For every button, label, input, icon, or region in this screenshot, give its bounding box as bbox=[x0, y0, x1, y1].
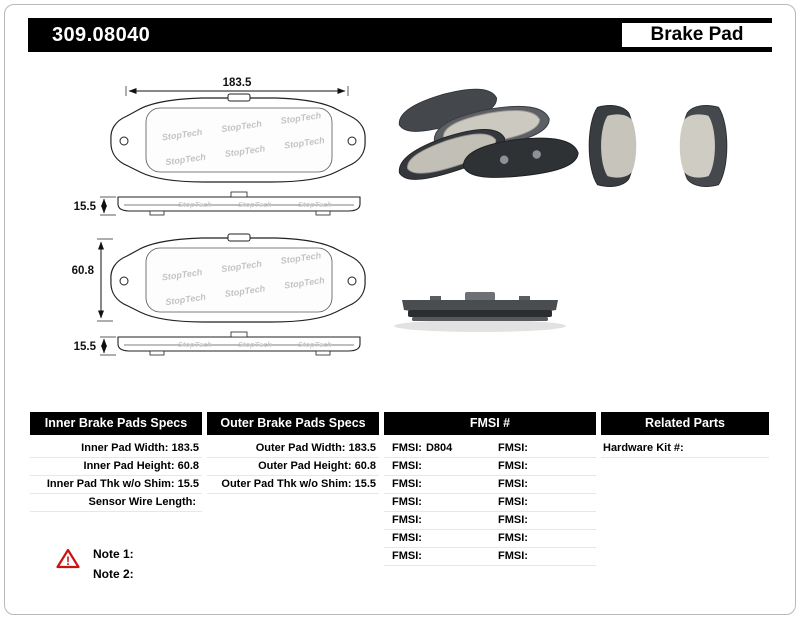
pad-width-dim-label: 183.5 bbox=[223, 77, 252, 89]
product-photo-pad-pair bbox=[588, 105, 728, 187]
fmsi-row: FMSI: bbox=[490, 548, 596, 566]
fmsi-right-column: FMSI: FMSI: FMSI: FMSI: FMSI: FMSI: FMSI… bbox=[490, 440, 596, 566]
fmsi-row: FMSI: bbox=[384, 476, 490, 494]
watermark-text: StopTech bbox=[238, 200, 272, 209]
spec-value: 15.5 bbox=[177, 478, 199, 490]
related-parts-column: Related Parts Hardware Kit #: bbox=[601, 412, 769, 566]
pad-thickness-top-dim-label: 15.5 bbox=[74, 201, 97, 213]
fmsi-value: D804 bbox=[425, 442, 453, 454]
fmsi-row: FMSI: bbox=[490, 476, 596, 494]
fmsi-label: FMSI: bbox=[392, 442, 422, 454]
artwork-area: 183.5 StopTech StopTech StopTech StopTec… bbox=[72, 77, 728, 356]
spec-value: 15.5 bbox=[354, 478, 376, 490]
spec-label: Outer Pad Height: bbox=[258, 460, 352, 472]
pad-face-drawing: StopTech StopTech StopTech StopTech Stop… bbox=[110, 93, 366, 183]
inner-pad-width-row: Inner Pad Width:183.5 bbox=[30, 440, 202, 458]
fmsi-label: FMSI: bbox=[392, 514, 422, 526]
spec-label: Inner Pad Width: bbox=[81, 442, 169, 454]
fmsi-label: FMSI: bbox=[392, 478, 422, 490]
pad-thickness-bottom-dim-label: 15.5 bbox=[74, 341, 97, 353]
fmsi-label: FMSI: bbox=[498, 550, 528, 562]
note-1: Note 1: bbox=[93, 547, 134, 561]
spec-label: Outer Pad Width: bbox=[255, 442, 346, 454]
spec-value: 60.8 bbox=[177, 460, 199, 472]
spec-tables: Inner Brake Pads Specs Inner Pad Width:1… bbox=[30, 412, 770, 566]
fmsi-row: FMSI: bbox=[490, 530, 596, 548]
fmsi-label: FMSI: bbox=[498, 442, 528, 454]
notes-section: ! Note 1: Note 2: bbox=[56, 548, 134, 588]
fmsi-label: FMSI: bbox=[498, 478, 528, 490]
note-2: Note 2: bbox=[93, 567, 134, 581]
dimension-pad-thickness-bottom: 15.5 bbox=[74, 336, 116, 356]
outer-specs-column: Outer Brake Pads Specs Outer Pad Width:1… bbox=[207, 412, 379, 566]
warning-triangle-icon: ! bbox=[56, 548, 80, 574]
product-photo-pads-edge bbox=[394, 292, 566, 332]
fmsi-label: FMSI: bbox=[392, 496, 422, 508]
sensor-wire-length-row: Sensor Wire Length: bbox=[30, 494, 202, 512]
inner-pad-thk-row: Inner Pad Thk w/o Shim:15.5 bbox=[30, 476, 202, 494]
fmsi-left-column: FMSI:D804 FMSI: FMSI: FMSI: FMSI: FMSI: … bbox=[384, 440, 490, 566]
spec-label: Inner Pad Height: bbox=[83, 460, 175, 472]
spec-label: Inner Pad Thk w/o Shim: bbox=[46, 478, 175, 490]
header-bar: 309.08040 Brake Pad bbox=[28, 18, 772, 52]
pad-height-dim-label: 60.8 bbox=[72, 265, 95, 277]
fmsi-row: FMSI: bbox=[490, 512, 596, 530]
part-number: 309.08040 bbox=[28, 18, 622, 52]
fmsi-label: FMSI: bbox=[498, 514, 528, 526]
product-photo-pads-cluster bbox=[392, 80, 581, 188]
fmsi-row: FMSI: bbox=[490, 458, 596, 476]
fmsi-row: FMSI: bbox=[384, 548, 490, 566]
watermark-text: StopTech bbox=[298, 200, 332, 209]
fmsi-row: FMSI: bbox=[384, 458, 490, 476]
spec-label: Outer Pad Thk w/o Shim: bbox=[221, 478, 352, 490]
fmsi-row: FMSI: bbox=[490, 440, 596, 458]
outer-pad-width-row: Outer Pad Width:183.5 bbox=[207, 440, 379, 458]
spec-value: 183.5 bbox=[171, 442, 199, 454]
pad-edge-drawing: StopTech StopTech StopTech bbox=[117, 191, 361, 216]
inner-specs-header: Inner Brake Pads Specs bbox=[30, 412, 202, 435]
spec-value: 183.5 bbox=[348, 442, 376, 454]
watermark-text: StopTech bbox=[178, 200, 212, 209]
fmsi-label: FMSI: bbox=[498, 532, 528, 544]
spec-label: Sensor Wire Length: bbox=[88, 496, 196, 508]
outer-specs-header: Outer Brake Pads Specs bbox=[207, 412, 379, 435]
product-title: Brake Pad bbox=[622, 18, 772, 52]
dimension-pad-thickness-top: 15.5 bbox=[74, 196, 116, 216]
fmsi-label: FMSI: bbox=[392, 550, 422, 562]
fmsi-row: FMSI: bbox=[384, 530, 490, 548]
fmsi-row: FMSI: bbox=[490, 494, 596, 512]
fmsi-row: FMSI:D804 bbox=[384, 440, 490, 458]
related-parts-header: Related Parts bbox=[601, 412, 769, 435]
outer-pad-height-row: Outer Pad Height:60.8 bbox=[207, 458, 379, 476]
fmsi-label: FMSI: bbox=[392, 460, 422, 472]
warning-glyph: ! bbox=[66, 554, 70, 568]
spec-value: 60.8 bbox=[354, 460, 376, 472]
inner-specs-column: Inner Brake Pads Specs Inner Pad Width:1… bbox=[30, 412, 202, 566]
fmsi-header: FMSI # bbox=[384, 412, 596, 435]
hardware-kit-row: Hardware Kit #: bbox=[601, 440, 769, 458]
spec-label: Hardware Kit #: bbox=[603, 442, 684, 454]
outer-pad-thk-row: Outer Pad Thk w/o Shim:15.5 bbox=[207, 476, 379, 494]
fmsi-row: FMSI: bbox=[384, 512, 490, 530]
inner-pad-height-row: Inner Pad Height:60.8 bbox=[30, 458, 202, 476]
fmsi-row: FMSI: bbox=[384, 494, 490, 512]
fmsi-label: FMSI: bbox=[498, 460, 528, 472]
fmsi-label: FMSI: bbox=[498, 496, 528, 508]
fmsi-column: FMSI # FMSI:D804 FMSI: FMSI: FMSI: FMSI:… bbox=[384, 412, 596, 566]
fmsi-label: FMSI: bbox=[392, 532, 422, 544]
dimension-pad-width: 183.5 bbox=[125, 77, 349, 96]
dimension-pad-height: 60.8 bbox=[72, 238, 113, 322]
